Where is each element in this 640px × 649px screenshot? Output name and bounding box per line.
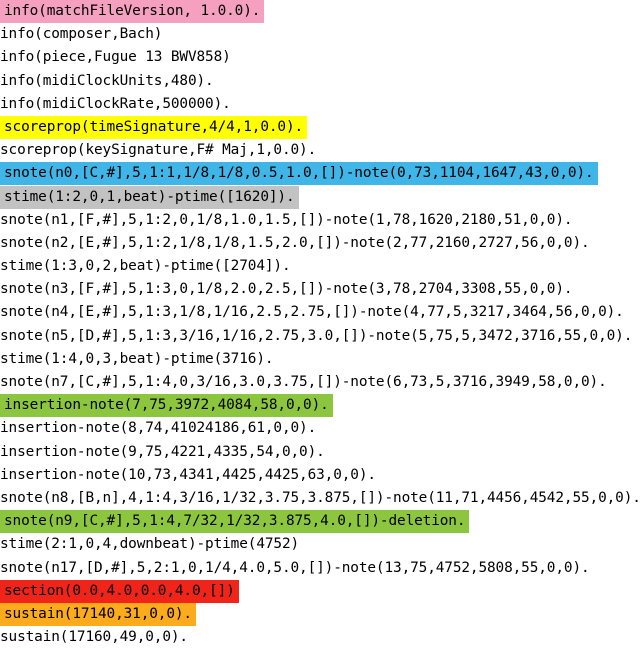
- listing-line: snote(n4,[E,#],5,1:3,1/8,1/16,2.5,2.75,[…: [0, 301, 640, 324]
- listing-line-text: section(0.0,4.0,0.0,4.0,[]): [0, 579, 239, 603]
- listing-line-text: sustain(17160,49,0,0).: [0, 629, 188, 646]
- listing-line-text: stime(2:1,0,4,downbeat)-ptime(4752): [0, 536, 300, 553]
- listing-line-text: sustain(17140,31,0,0).: [0, 602, 196, 626]
- listing-line: info(composer,Bach): [0, 23, 640, 46]
- listing-line-highlighted: snote(n0,[C,#],5,1:1,1/8,1/8,0.5,1.0,[])…: [0, 162, 640, 186]
- listing-line: snote(n3,[F,#],5,1:3,0,1/8,2.0,2.5,[])-n…: [0, 278, 640, 301]
- listing-line-text: info(midiClockRate,500000).: [0, 95, 231, 112]
- listing-line: snote(n2,[E,#],5,1:2,1/8,1/8,1.5,2.0,[])…: [0, 232, 640, 255]
- listing-line-text: info(composer,Bach): [0, 26, 163, 43]
- listing-line-highlighted: info(matchFileVersion, 1.0.0).: [0, 0, 640, 23]
- listing-line: stime(1:4,0,3,beat)-ptime(3716).: [0, 348, 640, 371]
- listing-line: sustain(17160,49,0,0).: [0, 626, 640, 649]
- listing-line-text: snote(n7,[C,#],5,1:4,0,3/16,3.0,3.75,[])…: [0, 374, 607, 390]
- listing-line-text: scoreprop(timeSignature,4/4,1,0.0).: [0, 115, 308, 139]
- listing-line-text: snote(n9,[C,#],5,1:4,7/32,1/32,3.875,4.0…: [0, 510, 470, 534]
- listing-line: snote(n17,[D,#],5,2:1,0,1/4,4.0,5.0,[])-…: [0, 557, 640, 580]
- listing-line-text: scoreprop(keySignature,F# Maj,1,0.0).: [0, 142, 317, 159]
- listing-line-highlighted: snote(n9,[C,#],5,1:4,7/32,1/32,3.875,4.0…: [0, 510, 640, 534]
- listing-line: snote(n5,[D,#],5,1:3,3/16,1/16,2.75,3.0,…: [0, 325, 640, 348]
- listing-line-text: stime(1:3,0,2,beat)-ptime([2704]).: [0, 258, 291, 275]
- listing-line: info(midiClockRate,500000).: [0, 93, 640, 116]
- listing-line-text: info(midiClockUnits,480).: [0, 72, 214, 89]
- listing-line: stime(2:1,0,4,downbeat)-ptime(4752): [0, 533, 640, 556]
- listing-line-text: snote(n1,[F,#],5,1:2,0,1/8,1.0,1.5,[])-n…: [0, 211, 573, 228]
- listing-line: insertion-note(8,74,41024186,61,0,0).: [0, 417, 640, 440]
- listing-line: insertion-note(9,75,4221,4335,54,0,0).: [0, 441, 640, 464]
- listing-line-text: info(piece,Fugue 13 BWV858): [0, 49, 231, 66]
- listing-line-highlighted: insertion-note(7,75,3972,4084,58,0,0).: [0, 394, 640, 418]
- listing-line-text: info(matchFileVersion, 1.0.0).: [0, 0, 265, 23]
- listing-line-highlighted: scoreprop(timeSignature,4/4,1,0.0).: [0, 115, 640, 139]
- listing-line: scoreprop(keySignature,F# Maj,1,0.0).: [0, 139, 640, 162]
- listing-line-text: insertion-note(10,73,4341,4425,4425,63,0…: [0, 466, 376, 483]
- listing-line: snote(n7,[C,#],5,1:4,0,3/16,3.0,3.75,[])…: [0, 371, 640, 394]
- listing-line-text: snote(n3,[F,#],5,1:3,0,1/8,2.0,2.5,[])-n…: [0, 281, 573, 298]
- listing-line-text: insertion-note(7,75,3972,4084,58,0,0).: [0, 394, 333, 418]
- listing-line: info(piece,Fugue 13 BWV858): [0, 46, 640, 69]
- listing-line: snote(n8,[B,n],4,1:4,3/16,1/32,3.75,3.87…: [0, 487, 640, 510]
- listing-line-text: snote(n4,[E,#],5,1:3,1/8,1/16,2.5,2.75,[…: [0, 304, 624, 321]
- listing-line-highlighted: sustain(17140,31,0,0).: [0, 602, 640, 626]
- listing-line: stime(1:3,0,2,beat)-ptime([2704]).: [0, 255, 640, 278]
- listing-line-highlighted: section(0.0,4.0,0.0,4.0,[]): [0, 579, 640, 603]
- listing-line-text: snote(n2,[E,#],5,1:2,1/8,1/8,1.5,2.0,[])…: [0, 234, 590, 251]
- listing-line: snote(n1,[F,#],5,1:2,0,1/8,1.0,1.5,[])-n…: [0, 209, 640, 232]
- listing-line-text: snote(n17,[D,#],5,2:1,0,1/4,4.0,5.0,[])-…: [0, 559, 590, 576]
- listing-line-text: insertion-note(9,75,4221,4335,54,0,0).: [0, 443, 325, 460]
- listing-line-text: stime(1:4,0,3,beat)-ptime(3716).: [0, 350, 274, 367]
- listing-line-text: snote(n8,[B,n],4,1:4,3/16,1/32,3.75,3.87…: [0, 489, 640, 506]
- listing-line-text: snote(n0,[C,#],5,1:1,1/8,1/8,0.5,1.0,[])…: [0, 162, 598, 186]
- listing-line-text: snote(n5,[D,#],5,1:3,3/16,1/16,2.75,3.0,…: [0, 327, 633, 344]
- listing-line: info(midiClockUnits,480).: [0, 70, 640, 93]
- listing-line-highlighted: stime(1:2,0,1,beat)-ptime([1620]).: [0, 185, 640, 209]
- listing-line-text: insertion-note(8,74,41024186,61,0,0).: [0, 420, 317, 437]
- listing-line: insertion-note(10,73,4341,4425,4425,63,0…: [0, 464, 640, 487]
- listing-line-text: stime(1:2,0,1,beat)-ptime([1620]).: [0, 185, 299, 209]
